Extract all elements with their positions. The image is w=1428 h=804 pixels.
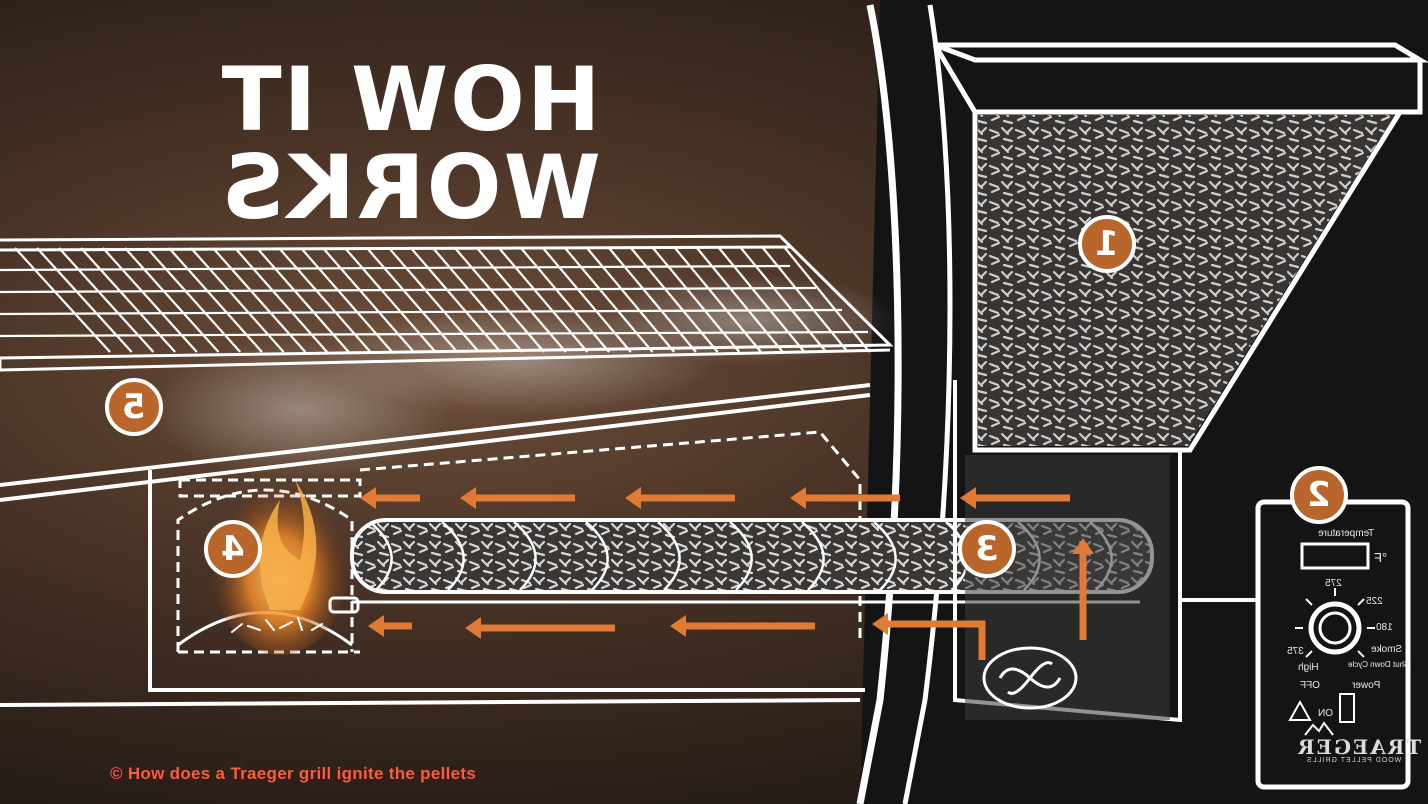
flow-arrow bbox=[465, 617, 615, 639]
dial-inner bbox=[1318, 611, 1352, 645]
power-label: Power bbox=[1352, 680, 1381, 691]
flow-arrow-up bbox=[1072, 538, 1094, 640]
temperature-label: Temperature bbox=[1318, 528, 1375, 539]
hopper bbox=[932, 42, 1428, 453]
flow-arrow bbox=[360, 487, 420, 509]
dial-ticks bbox=[1295, 588, 1375, 658]
igniter-rod bbox=[328, 596, 360, 614]
flow-arrow bbox=[670, 615, 815, 637]
setting-375: 375 bbox=[1287, 646, 1304, 657]
fan-blades bbox=[998, 661, 1062, 695]
flow-arrow bbox=[625, 487, 735, 509]
warning-triangle bbox=[1288, 699, 1312, 721]
auger-flight bbox=[441, 521, 465, 591]
auger-flight bbox=[729, 521, 753, 591]
setting-225: 225 bbox=[1366, 596, 1383, 607]
auger-flight bbox=[585, 521, 609, 591]
step-badge-3: 3 bbox=[958, 520, 1016, 578]
setting-shutdown: Shut Down Cycle bbox=[1348, 660, 1410, 669]
setting-smoke: Smoke bbox=[1371, 644, 1403, 655]
step-badge-5: 5 bbox=[105, 378, 163, 436]
flow-arrow bbox=[790, 487, 900, 509]
image-caption: © How does a Traeger grill ignite the pe… bbox=[110, 764, 477, 783]
auger-flight bbox=[369, 521, 393, 591]
smoke-cloud-3 bbox=[600, 275, 900, 365]
flame bbox=[259, 480, 317, 610]
flow-arrow bbox=[460, 487, 575, 509]
step-badge-4: 4 bbox=[204, 520, 262, 578]
page-title: HOW IT WORKS bbox=[219, 48, 601, 239]
step-badge-1: 1 bbox=[1078, 215, 1136, 273]
setting-275: 275 bbox=[1325, 578, 1342, 589]
brand-tagline: WOOD PELLET GRILLS bbox=[1306, 757, 1402, 764]
auger-flight bbox=[513, 521, 537, 591]
setting-180: 180 bbox=[1376, 622, 1393, 633]
brand-mountains bbox=[1304, 721, 1334, 736]
power-switch bbox=[1339, 693, 1355, 723]
auger-flight bbox=[873, 521, 897, 591]
flow-arrow bbox=[960, 487, 1070, 509]
on-label: ON bbox=[1318, 708, 1333, 719]
setting-off: OFF bbox=[1300, 680, 1320, 691]
rack-crossbar bbox=[0, 264, 791, 272]
step-badge-2: 2 bbox=[1290, 466, 1348, 524]
temperature-display bbox=[1300, 542, 1370, 570]
firepot-pellets bbox=[231, 617, 323, 633]
auger-flight bbox=[657, 521, 681, 591]
grill-door-inner bbox=[902, 4, 953, 804]
setting-high: High bbox=[1298, 662, 1319, 673]
auger-flight bbox=[801, 521, 825, 591]
dial-outer bbox=[1308, 601, 1362, 655]
fan-housing bbox=[982, 646, 1078, 710]
temperature-unit: °F bbox=[1374, 550, 1388, 565]
flow-arrow-bend bbox=[950, 620, 986, 660]
brand-logo: TRAEGER bbox=[1296, 735, 1422, 759]
pellet-flow-arrows bbox=[360, 487, 1094, 660]
flow-arrow bbox=[368, 615, 412, 637]
hopper-pellets bbox=[978, 115, 1395, 446]
